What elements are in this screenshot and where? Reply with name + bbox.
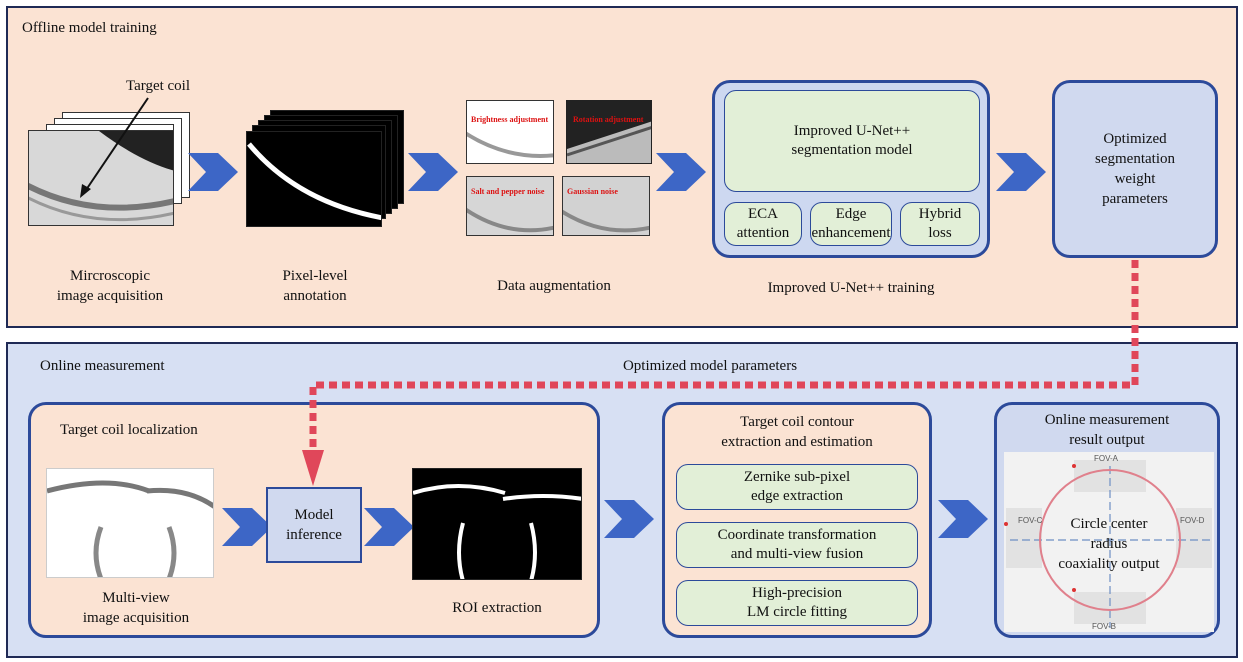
online-measurement-title: Online measurement xyxy=(40,358,165,374)
chevron-right-icon xyxy=(938,500,988,538)
localization-title: Target coil localization xyxy=(60,422,198,438)
unet-model-line2: segmentation model xyxy=(791,142,913,158)
zernike-line2: edge extraction xyxy=(750,488,844,504)
fov-a-label: FOV-A xyxy=(1094,454,1119,463)
eca-line1: ECA xyxy=(748,206,778,222)
multi-view-label: Multi-view image acquisition xyxy=(46,588,226,628)
hybrid-line2: loss xyxy=(928,225,952,241)
optimized-parameters-label: Optimized model parameters xyxy=(622,358,798,374)
result-output-title: Online measurement result output xyxy=(994,410,1220,450)
weights-line4: parameters xyxy=(1102,191,1168,207)
annotation-label-line1: Pixel-level xyxy=(282,268,348,284)
roi-mask-image xyxy=(412,468,582,580)
fov-d-label: FOV-D xyxy=(1180,516,1205,525)
edge-enhancement-module: Edge enhancement xyxy=(810,202,892,246)
annotation-label-line2: annotation xyxy=(283,288,347,304)
annotation-mask-image xyxy=(246,131,382,227)
annotation-label: Pixel-level annotation xyxy=(260,266,370,306)
contour-title: Target coil contour extraction and estim… xyxy=(662,412,932,452)
aug-tag-salt-pepper: Salt and pepper noise xyxy=(471,187,545,196)
offline-training-title: Offline model training xyxy=(22,20,157,36)
result-output-text: Circle center radius coaxiality output xyxy=(1004,514,1214,574)
fov-b-label: FOV-B xyxy=(1092,622,1117,631)
lm-line2: LM circle fitting xyxy=(747,604,847,620)
result-title-line2: result output xyxy=(1069,432,1145,448)
measurement-visualization: FOV-A FOV-B FOV-C FOV-D xyxy=(1004,452,1214,632)
acquisition-label: Mircroscopic image acquisition xyxy=(30,266,190,306)
contour-title-line2: extraction and estimation xyxy=(721,434,873,450)
chevron-right-icon xyxy=(996,153,1046,191)
coordinate-line2: and multi-view fusion xyxy=(730,546,864,562)
result-line3: coaxiality output xyxy=(1058,556,1160,572)
eca-line2: attention xyxy=(736,225,790,241)
multi-view-line1: Multi-view xyxy=(102,590,170,606)
contour-title-line1: Target coil contour xyxy=(740,414,854,430)
unet-training-label: Improved U-Net++ training xyxy=(767,280,935,296)
inference-line2: inference xyxy=(286,527,342,543)
multi-view-image xyxy=(46,468,214,578)
augmentation-label: Data augmentation xyxy=(497,278,611,294)
chevron-right-icon xyxy=(656,153,706,191)
zernike-step: Zernike sub-pixel edge extraction xyxy=(676,464,918,510)
fov-c-label: FOV-C xyxy=(1018,516,1043,525)
zernike-line1: Zernike sub-pixel xyxy=(743,469,851,485)
result-title-line1: Online measurement xyxy=(1044,412,1170,428)
unet-model-box: Improved U-Net++ segmentation model xyxy=(724,90,980,192)
result-line1: Circle center xyxy=(1070,516,1148,532)
acquisition-label-line1: Mircroscopic xyxy=(70,268,150,284)
brightness-augmented-image: Brightness adjustment xyxy=(466,100,554,164)
inference-line1: Model xyxy=(294,507,334,523)
weights-line3: weight xyxy=(1114,171,1156,187)
unet-model-line1: Improved U-Net++ xyxy=(793,123,911,139)
lm-circle-fitting-step: High-precision LM circle fitting xyxy=(676,580,918,626)
lm-line1: High-precision xyxy=(752,585,842,601)
chevron-right-icon xyxy=(364,508,414,546)
eca-attention-module: ECA attention xyxy=(724,202,802,246)
aug-tag-rotation: Rotation adjustment xyxy=(573,115,644,124)
salt-pepper-augmented-image: Salt and pepper noise xyxy=(466,176,554,236)
hybrid-line1: Hybrid xyxy=(918,206,962,222)
chevron-right-icon xyxy=(188,153,238,191)
gaussian-noise-augmented-image: Gaussian noise xyxy=(562,176,650,236)
rotation-augmented-image: Rotation adjustment xyxy=(566,100,652,164)
weights-line2: segmentation xyxy=(1095,151,1175,167)
target-coil-arrow xyxy=(80,97,149,198)
aug-tag-gaussian: Gaussian noise xyxy=(567,187,618,196)
edge-line1: Edge xyxy=(835,206,867,222)
chevron-right-icon xyxy=(604,500,654,538)
optimized-weights-box: Optimized segmentation weight parameters xyxy=(1052,80,1218,258)
edge-line2: enhancement xyxy=(811,225,891,241)
multi-view-line2: image acquisition xyxy=(82,610,190,626)
coordinate-line1: Coordinate transformation xyxy=(717,527,877,543)
microscopic-coil-image xyxy=(28,130,174,226)
chevron-right-icon xyxy=(408,153,458,191)
result-line2: radius xyxy=(1090,536,1128,552)
aug-tag-brightness: Brightness adjustment xyxy=(471,115,549,124)
weights-line1: Optimized xyxy=(1103,131,1167,147)
chevron-right-icon xyxy=(222,508,272,546)
coordinate-fusion-step: Coordinate transformation and multi-view… xyxy=(676,522,918,568)
arrow-down-icon xyxy=(302,450,324,486)
roi-extraction-label: ROI extraction xyxy=(452,600,542,616)
model-inference-box: Model inference xyxy=(266,487,362,563)
hybrid-loss-module: Hybrid loss xyxy=(900,202,980,246)
target-coil-label: Target coil xyxy=(125,78,191,94)
acquisition-label-line2: image acquisition xyxy=(56,288,164,304)
